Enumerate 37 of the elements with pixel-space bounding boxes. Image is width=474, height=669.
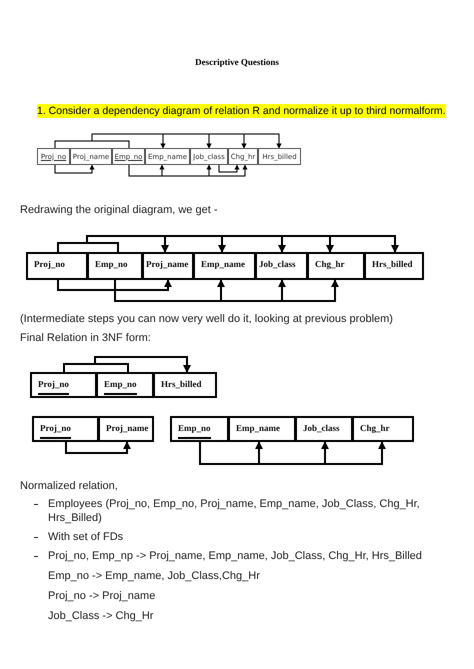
attribute-cell: Emp_no bbox=[170, 416, 229, 442]
attribute-cell: Proj_no bbox=[32, 416, 99, 442]
dependency-arrow bbox=[54, 164, 94, 174]
dependency-text: Proj_no -> Proj_name bbox=[48, 589, 156, 603]
dependency-arrow bbox=[114, 279, 339, 302]
dependency-text: Emp_no -> Emp_name, Job_Class,Chg_Hr bbox=[48, 569, 261, 583]
dependency-arrow bbox=[92, 134, 282, 148]
attribute-cell: Chg_hr bbox=[307, 252, 365, 280]
page-title: Descriptive Questions bbox=[194, 57, 280, 67]
dependency-arrow bbox=[94, 356, 191, 373]
attribute-cell: Proj_name bbox=[142, 252, 194, 280]
attribute-cell: Emp_name bbox=[193, 252, 256, 280]
attribute-cell: Emp_name bbox=[228, 416, 296, 442]
dependency-arrow bbox=[199, 441, 386, 465]
body-text: Normalized relation, bbox=[20, 479, 119, 493]
list-item: Employees (Proj_no, Emp_no, Proj_name, Emp_name, Job_Class, Chg_Hr, Hrs_Billed) bbox=[48, 497, 421, 525]
attribute-cell: Job_class bbox=[295, 416, 353, 442]
dependency-arrow bbox=[65, 441, 131, 454]
attribute-cell: Proj_no bbox=[30, 372, 97, 398]
list-item: With set of FDs bbox=[48, 530, 124, 544]
dependency-text: Job_Class -> Chg_Hr bbox=[48, 609, 154, 623]
attribute-cell: Hrs_billed bbox=[364, 252, 424, 280]
attribute-cell: Chg_hr bbox=[352, 416, 414, 442]
attribute-cell: Emp_no bbox=[87, 252, 143, 280]
dependency-arrow bbox=[57, 279, 172, 291]
attribute-cell: Proj_no bbox=[26, 252, 88, 280]
attribute-cell: Proj_name bbox=[98, 416, 154, 442]
dependency-arrow bbox=[218, 164, 240, 172]
body-text: Final Relation in 3NF form: bbox=[20, 331, 152, 345]
attribute-cell: Hrs_billed bbox=[153, 372, 217, 398]
list-item: Proj_no, Emp_np -> Proj_name, Emp_name, Job_Class, Chg_Hr, Hrs_Billed bbox=[48, 549, 423, 563]
question-text: 1. Consider a dependency diagram of relation R and normalize it up to third normalform. bbox=[37, 104, 446, 118]
attribute-cell: Job_class bbox=[255, 252, 308, 280]
body-text: Redrawing the original diagram, we get - bbox=[20, 203, 218, 217]
attribute-cell: Emp_no bbox=[96, 372, 154, 398]
body-text: (Intermediate steps you can now very well do it, looking at previous problem) bbox=[20, 312, 394, 326]
dependency-arrow bbox=[128, 164, 248, 176]
